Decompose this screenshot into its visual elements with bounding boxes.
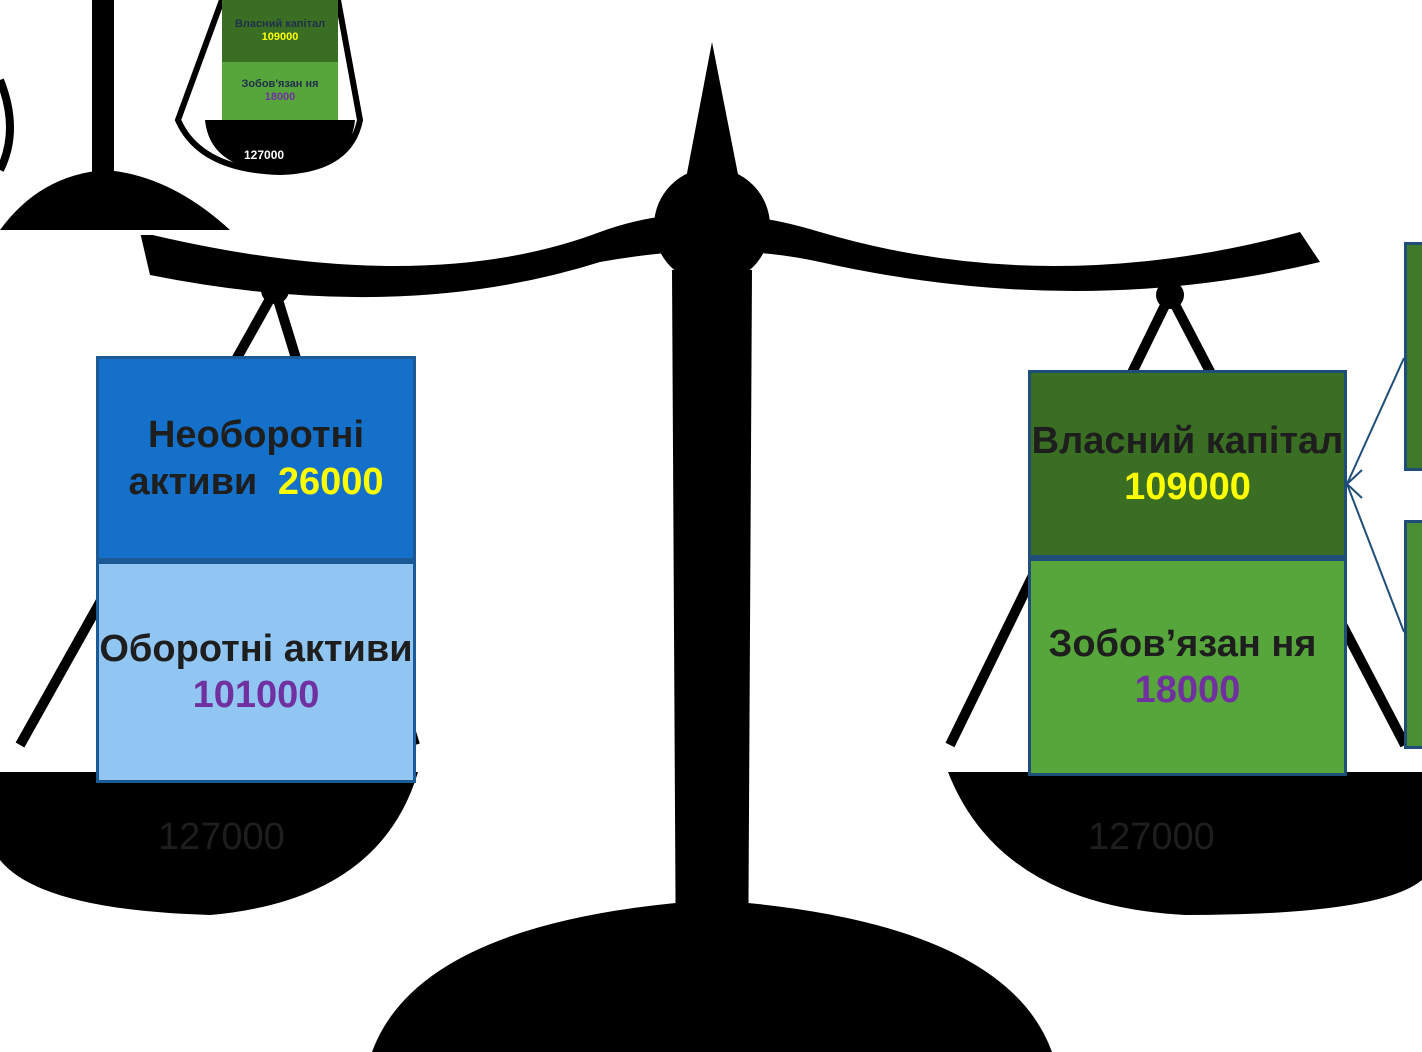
thumbnail-liabilities-box: Зобов'язан ня 18000 bbox=[222, 62, 338, 120]
non-current-assets-value: 26000 bbox=[277, 460, 384, 503]
non-current-assets-label: Необоротні активи bbox=[128, 414, 365, 503]
scale-beam bbox=[140, 213, 1320, 298]
thumbnail-equity-value: 109000 bbox=[261, 31, 299, 43]
thumbnail-liabilities-value: 18000 bbox=[264, 91, 296, 103]
current-assets-box: Оборотні активи 101000 bbox=[96, 561, 416, 783]
edge-box-top bbox=[1404, 242, 1422, 471]
right-pan bbox=[948, 772, 1422, 915]
scale-column bbox=[672, 270, 752, 990]
equity-box: Власний капітал 109000 bbox=[1028, 370, 1347, 558]
right-total: 127000 bbox=[1088, 816, 1215, 858]
equity-value: 109000 bbox=[1124, 466, 1251, 508]
liabilities-box: Зобов’язан ня 18000 bbox=[1028, 558, 1347, 776]
equity-label: Власний капітал bbox=[1031, 419, 1344, 462]
thumbnail-equity-label: Власний капітал bbox=[234, 18, 326, 31]
left-total: 127000 bbox=[158, 816, 285, 858]
thumbnail-liabilities-label: Зобов'язан ня bbox=[241, 78, 319, 91]
connector-lines bbox=[1346, 357, 1405, 633]
left-pan bbox=[0, 772, 418, 915]
scale-base bbox=[372, 900, 1052, 1052]
liabilities-value: 18000 bbox=[1134, 669, 1241, 711]
scale-spike bbox=[680, 42, 745, 210]
liabilities-label: Зобов’язан ня bbox=[1048, 622, 1317, 665]
current-assets-label: Оборотні активи bbox=[99, 627, 413, 670]
thumbnail-total: 127000 bbox=[244, 148, 285, 162]
current-assets-value: 101000 bbox=[192, 674, 320, 716]
thumbnail-equity-box: Власний капітал 109000 bbox=[222, 0, 338, 62]
edge-box-bottom bbox=[1404, 520, 1422, 749]
non-current-assets-box: Необоротні активи 26000 bbox=[96, 356, 416, 561]
scale-thumbnail: Власний капітал 109000 Зобов'язан ня 180… bbox=[0, 0, 370, 235]
